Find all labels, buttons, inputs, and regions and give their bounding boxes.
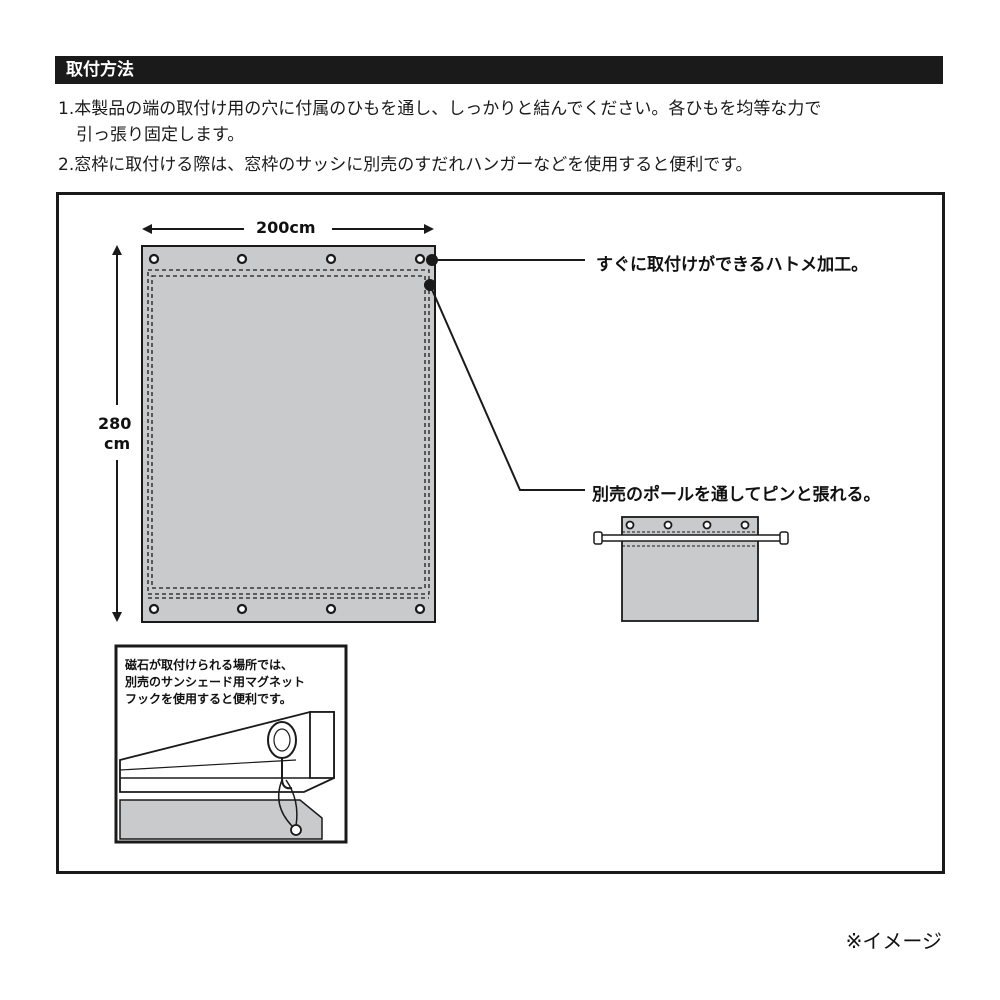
header-bar — [55, 56, 943, 84]
image-note: ※イメージ — [845, 929, 942, 953]
sunshade-panel — [141, 245, 436, 623]
instruction-step-1-continued: 引っ張り固定します。 — [76, 125, 245, 145]
diagram-frame — [56, 192, 945, 874]
width-label: 200cm — [256, 218, 316, 237]
section-title: 取付方法 — [66, 60, 134, 80]
callout-pole-text: 別売のポールを通してピンと張れる。 — [592, 485, 881, 505]
height-label-value: 280 — [98, 414, 132, 433]
grommets — [148, 253, 426, 615]
inset-text-line-1: 磁石が取付けられる場所では、 — [125, 658, 294, 672]
inset-text-line-2: 別売のサンシェード用マグネット — [125, 675, 306, 689]
inset-text-line-3: フックを使用すると便利です。 — [125, 692, 292, 706]
instruction-step-2: 2.窓枠に取付ける際は、窓枠のサッシに別売のすだれハンガーなどを使用すると便利で… — [58, 155, 753, 175]
instruction-step-1: 1.本製品の端の取付け用の穴に付属のひもを通し、しっかりと結んでください。各ひも… — [58, 99, 822, 119]
callout-grommet-text: すぐに取付けができるハトメ加工。 — [596, 255, 869, 275]
magnet-hook-inset — [114, 644, 348, 844]
callout-leader-grommet — [426, 254, 585, 266]
pole-detail-illustration — [593, 516, 789, 622]
width-dimension-arrow — [142, 224, 434, 234]
height-dimension-arrow — [112, 245, 122, 622]
height-label-unit: cm — [104, 434, 131, 453]
callout-leader-pole — [424, 279, 585, 491]
